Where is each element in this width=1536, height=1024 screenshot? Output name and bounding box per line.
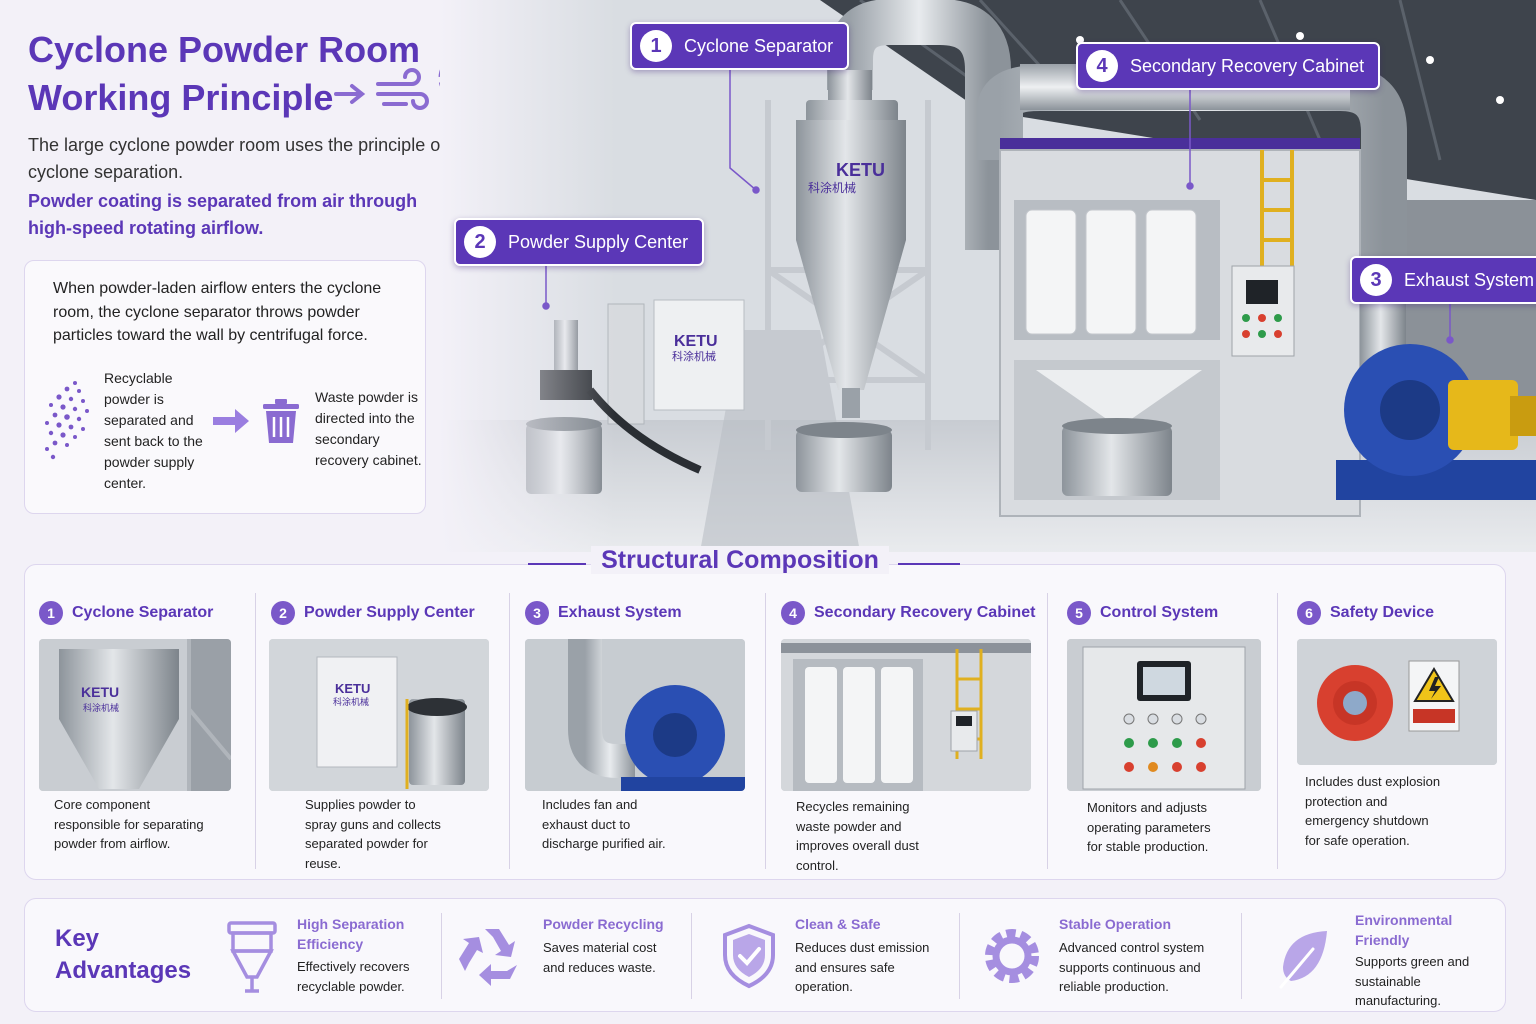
photo-brand-cn: 科涂机械: [83, 702, 119, 714]
structure-item-header: 5 Control System: [1067, 601, 1218, 625]
structure-panel: 1 Cyclone Separator KETU 科涂机械 Core compon…: [24, 564, 1506, 880]
item-number: 4: [781, 601, 805, 625]
advantage-desc: Supports green and sustainable manufactu…: [1355, 954, 1470, 1008]
advantage-environmental: Environmental Friendly Supports green an…: [1257, 899, 1497, 1013]
structure-item-header: 4 Secondary Recovery Cabinet: [781, 601, 1035, 625]
equipment-illustration: KETU 科涂机械 KETU 科涂机械: [440, 0, 1536, 552]
title-line-2: Working Principle: [28, 77, 334, 118]
advantage-high-separation: High Separation Efficiency Effectively r…: [217, 899, 437, 1013]
principle-text: When powder-laden airflow enters the cyc…: [53, 280, 382, 344]
leaf-icon: [1279, 931, 1327, 989]
advantage-name: Clean & Safe: [795, 916, 881, 932]
structure-item-control-system: 5 Control System Monitors and adjusts ope…: [1067, 565, 1287, 881]
factory-scene: KETU 科涂机械 KETU 科涂机械: [440, 0, 1536, 552]
gear-icon: [985, 929, 1039, 983]
advantages-panel: Key Advantages High Separation Efficienc…: [24, 898, 1506, 1012]
powder-supply-photo: KETU 科涂机械: [269, 639, 489, 791]
advantage-name: Stable Operation: [1059, 916, 1172, 932]
shield-check-icon: [723, 923, 775, 989]
item-name: Powder Supply Center: [304, 604, 475, 621]
photo-brand-label: KETU: [335, 681, 370, 696]
item-number: 1: [39, 601, 63, 625]
item-description: Supplies powder to spray guns and collec…: [305, 797, 441, 871]
title-line-1: Cyclone Powder Room: [28, 29, 421, 70]
item-description: Includes dust explosion protection and e…: [1305, 774, 1441, 848]
item-number: 5: [1067, 601, 1091, 625]
page-title: Cyclone Powder Room Working Principle: [28, 26, 420, 122]
advantage-powder-recycling: Powder Recycling Saves material cost and…: [457, 899, 697, 1013]
callout-number: 1: [640, 30, 672, 62]
callout-cyclone-separator: 1 Cyclone Separator: [630, 22, 850, 70]
item-name: Control System: [1100, 604, 1219, 621]
advantage-name: Environmental Friendly: [1355, 912, 1453, 948]
section-rule-right: [898, 563, 960, 565]
callout-number: 2: [464, 226, 496, 258]
callout-number: 4: [1086, 50, 1118, 82]
advantage-desc: Saves material cost and reduces waste.: [543, 940, 657, 975]
advantages-title-line-2: Advantages: [55, 957, 192, 984]
structure-item-header: 3 Exhaust System: [525, 601, 682, 625]
callout-label: Exhaust System: [1404, 269, 1535, 290]
item-name: Secondary Recovery Cabinet: [814, 604, 1036, 621]
callout-label: Secondary Recovery Cabinet: [1130, 55, 1365, 76]
callout-label: Powder Supply Center: [508, 231, 689, 252]
section-rule-left: [528, 563, 586, 565]
structure-item-header: 6 Safety Device: [1297, 601, 1434, 625]
advantage-clean-safe: Clean & Safe Reduces dust emission and e…: [709, 899, 959, 1013]
item-name: Safety Device: [1330, 604, 1435, 621]
item-number: 6: [1297, 601, 1321, 625]
structure-item-safety-device: 6 Safety Device Includes dust explosion p…: [1297, 565, 1503, 881]
photo-brand-cn: 科涂机械: [333, 696, 369, 708]
advantages-title-line-1: Key: [55, 925, 100, 952]
item-description: Core component responsible for separatin…: [54, 797, 204, 851]
structure-item-exhaust: 3 Exhaust System Includes fan and exhaust…: [525, 565, 765, 881]
callout-secondary-recovery-cabinet: 4 Secondary Recovery Cabinet: [1076, 42, 1381, 90]
arrow-right-icon: [213, 409, 249, 433]
callout-exhaust-system: 3 Exhaust System: [1350, 256, 1536, 304]
advantage-name: High Separation Efficiency: [297, 916, 405, 952]
item-number: 3: [525, 601, 549, 625]
structure-item-powder-supply: 2 Powder Supply Center KETU 科涂机械 Supplies…: [269, 565, 501, 881]
exhaust-photo: [525, 639, 745, 791]
advantage-stable-operation: Stable Operation Advanced control system…: [973, 899, 1243, 1013]
advantage-name: Powder Recycling: [543, 916, 664, 932]
intro-text: The large cyclone powder room uses the p…: [28, 135, 446, 182]
structure-item-secondary-recovery: 4 Secondary Recovery Cabinet Recycles rem…: [781, 565, 1051, 881]
item-number: 2: [271, 601, 295, 625]
advantage-desc: Reduces dust emission and ensures safe o…: [795, 940, 930, 994]
recycle-icon: [459, 929, 517, 986]
structure-item-header: 1 Cyclone Separator: [39, 601, 213, 625]
cyclone-photo: KETU 科涂机械: [39, 639, 231, 791]
structure-title-text: Structural Composition: [591, 546, 889, 574]
trash-bin-icon: [263, 399, 299, 443]
item-name: Cyclone Separator: [72, 604, 214, 621]
waste-text: Waste powder is directed into the second…: [315, 389, 422, 468]
structure-title: Structural Composition: [0, 546, 1480, 575]
item-name: Exhaust System: [558, 604, 682, 621]
item-description: Recycles remaining waste powder and impr…: [796, 799, 919, 873]
advantage-desc: Effectively recovers recyclable powder.: [297, 959, 410, 994]
control-system-photo: [1067, 639, 1261, 791]
item-description: Includes fan and exhaust duct to dischar…: [542, 797, 666, 851]
item-description: Monitors and adjusts operating parameter…: [1087, 800, 1211, 854]
principle-box: When powder-laden airflow enters the cyc…: [24, 260, 426, 514]
secondary-recovery-photo: [781, 639, 1031, 791]
cyclone-icon: [227, 921, 277, 993]
callout-powder-supply-center: 2 Powder Supply Center: [454, 218, 705, 266]
structure-item-cyclone: 1 Cyclone Separator KETU 科涂机械 Core compon…: [39, 565, 259, 881]
advantages-title: Key Advantages: [55, 923, 191, 987]
recyclable-text: Recyclable powder is separated and sent …: [104, 370, 203, 491]
callout-label: Cyclone Separator: [684, 35, 834, 56]
intro-highlight: Powder coating is separated from air thr…: [28, 191, 418, 238]
safety-device-photo: [1297, 639, 1497, 765]
advantage-desc: Advanced control system supports continu…: [1059, 940, 1205, 994]
callout-number: 3: [1360, 264, 1392, 296]
structure-item-header: 2 Powder Supply Center: [271, 601, 475, 625]
photo-brand-label: KETU: [81, 684, 119, 700]
powder-particles-icon: [45, 381, 89, 460]
